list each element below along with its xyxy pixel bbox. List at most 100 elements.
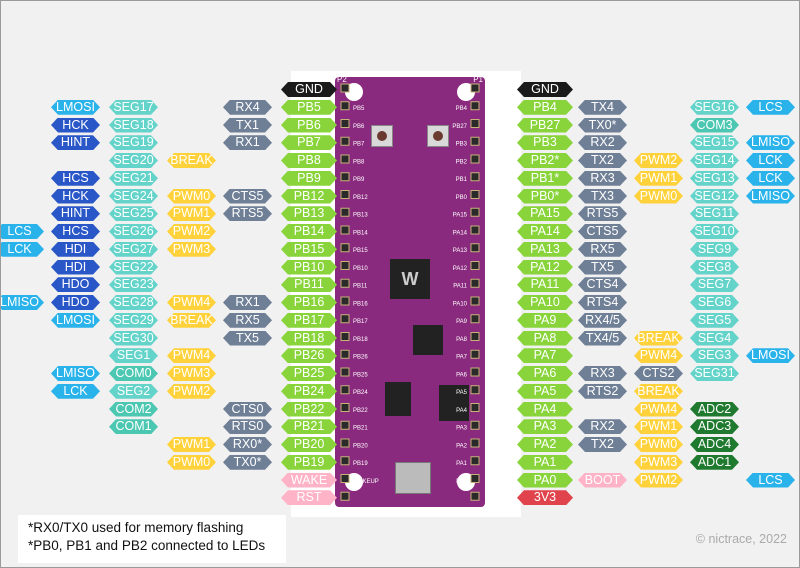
alt-function-right: PWM4 [634, 348, 683, 363]
pin-label-right: PA12 [517, 260, 573, 275]
alt-function-left: HCS [51, 171, 100, 186]
alt-function-left: PWM1 [167, 206, 216, 221]
header-pin [340, 385, 350, 395]
alt-function-left: SEG29 [109, 313, 158, 328]
alt-function-right: BOOT [578, 473, 627, 488]
alt-function-right: SEG16 [690, 100, 739, 115]
header-label-right: P1 [473, 75, 483, 84]
header-pin [340, 190, 350, 199]
alt-function-right: RX4/5 [578, 313, 627, 328]
silk-label-left: PB5 [353, 106, 365, 112]
pin-label-left: PB10 [281, 260, 337, 275]
alt-function-left: COM2 [109, 402, 158, 417]
silk-label-right: PA7 [456, 355, 468, 361]
silk-label-right: PA3 [456, 426, 468, 432]
alt-function-left: PWM0 [167, 189, 216, 204]
silk-label-left: PB20 [353, 443, 368, 449]
alt-function-right: ADC4 [690, 437, 739, 452]
pin-label-left: PB6 [281, 118, 337, 133]
alt-function-left: SEG23 [109, 277, 158, 292]
header-pin [340, 119, 350, 128]
header-pin [470, 243, 480, 253]
silk-label-left: PB14 [353, 230, 368, 236]
pin-label-left: PB13 [281, 206, 337, 221]
alt-function-left: SEG1 [109, 348, 158, 363]
header-pin [470, 438, 480, 448]
header-pin [340, 243, 350, 253]
silk-label-left: PB17 [353, 319, 368, 325]
header-pin [340, 278, 350, 288]
header-pin [340, 154, 350, 164]
header-pin [340, 491, 350, 501]
header-pin [340, 225, 350, 235]
alt-function-right: TX4 [578, 100, 627, 115]
alt-function-left: SEG21 [109, 171, 158, 186]
header-pin [470, 278, 480, 288]
header-pin [340, 261, 350, 270]
pin-label-left: PB21 [281, 419, 337, 434]
pin-label-left: PB15 [281, 242, 337, 257]
alt-function-left: LMOSI [51, 100, 100, 115]
header-pin [340, 420, 350, 430]
header-pin [340, 172, 350, 182]
header-pin [470, 349, 480, 359]
header-pin [470, 491, 480, 501]
header-pin [340, 314, 350, 324]
header-pin [470, 403, 480, 412]
pin-label-left: PB24 [281, 384, 337, 399]
header-pin [470, 474, 480, 483]
alt-function-right: BREAK [634, 384, 683, 399]
silk-label-left: PB15 [353, 248, 368, 254]
silk-label-left: PB24 [353, 390, 368, 396]
reset-button [371, 125, 393, 147]
header-pin [470, 136, 480, 146]
alt-function-left: RX5 [223, 313, 272, 328]
header-pin [340, 474, 350, 483]
silk-label-right: PA1 [456, 461, 468, 467]
alt-function-left: SEG30 [109, 331, 158, 346]
alt-function-right: TX2 [578, 437, 627, 452]
notes-box: *RX0/TX0 used for memory flashing *PB0, … [18, 515, 286, 563]
silk-label-right: PA8 [456, 337, 468, 343]
pin-label-left: PB5 [281, 100, 337, 115]
pin-label-right: PA2 [517, 437, 573, 452]
boot-button [427, 125, 449, 147]
pin-label-left: PB11 [281, 277, 337, 292]
silk-label-left: PB21 [353, 426, 368, 432]
pin-label-right: PB2* [517, 153, 573, 168]
alt-function-right: PWM4 [634, 402, 683, 417]
alt-function-left: PWM0 [167, 455, 216, 470]
pin-label-left: GND [281, 82, 337, 97]
alt-function-left: SEG20 [109, 153, 158, 168]
silk-label-right: PA12 [453, 266, 468, 272]
pin-label-left: PB16 [281, 295, 337, 310]
alt-function-left: PWM4 [167, 295, 216, 310]
header-pin [340, 332, 350, 341]
pin-label-left: PB20 [281, 437, 337, 452]
silk-label-right: PB4 [456, 106, 468, 112]
pin-label-right: PA5 [517, 384, 573, 399]
header-pin [470, 101, 480, 111]
silk-label-right: PA6 [456, 372, 468, 378]
alt-function-left: LCS [0, 224, 44, 239]
header-pin [470, 225, 480, 235]
silk-label-right: PA4 [456, 408, 468, 414]
alt-function-right: TX5 [578, 260, 627, 275]
pin-label-right: PA9 [517, 313, 573, 328]
alt-function-right: PWM3 [634, 455, 683, 470]
header-label-left: P2 [337, 75, 347, 84]
header-pin [470, 367, 480, 377]
note-line-2: *PB0, PB1 and PB2 connected to LEDs [28, 538, 266, 553]
alt-function-right: LMOSI [746, 348, 795, 363]
header-pin [340, 101, 350, 111]
alt-function-left: RX1 [223, 135, 272, 150]
alt-function-left: TX0* [223, 455, 272, 470]
silk-label-left: PB6 [353, 124, 365, 130]
pin-label-right: PB3 [517, 135, 573, 150]
alt-function-left: RX0* [223, 437, 272, 452]
silk-label-left: PB22 [353, 408, 368, 414]
silk-label-left: PB11 [353, 284, 368, 290]
silk-label-right: PA14 [453, 230, 468, 236]
alt-function-left: TX5 [223, 331, 272, 346]
